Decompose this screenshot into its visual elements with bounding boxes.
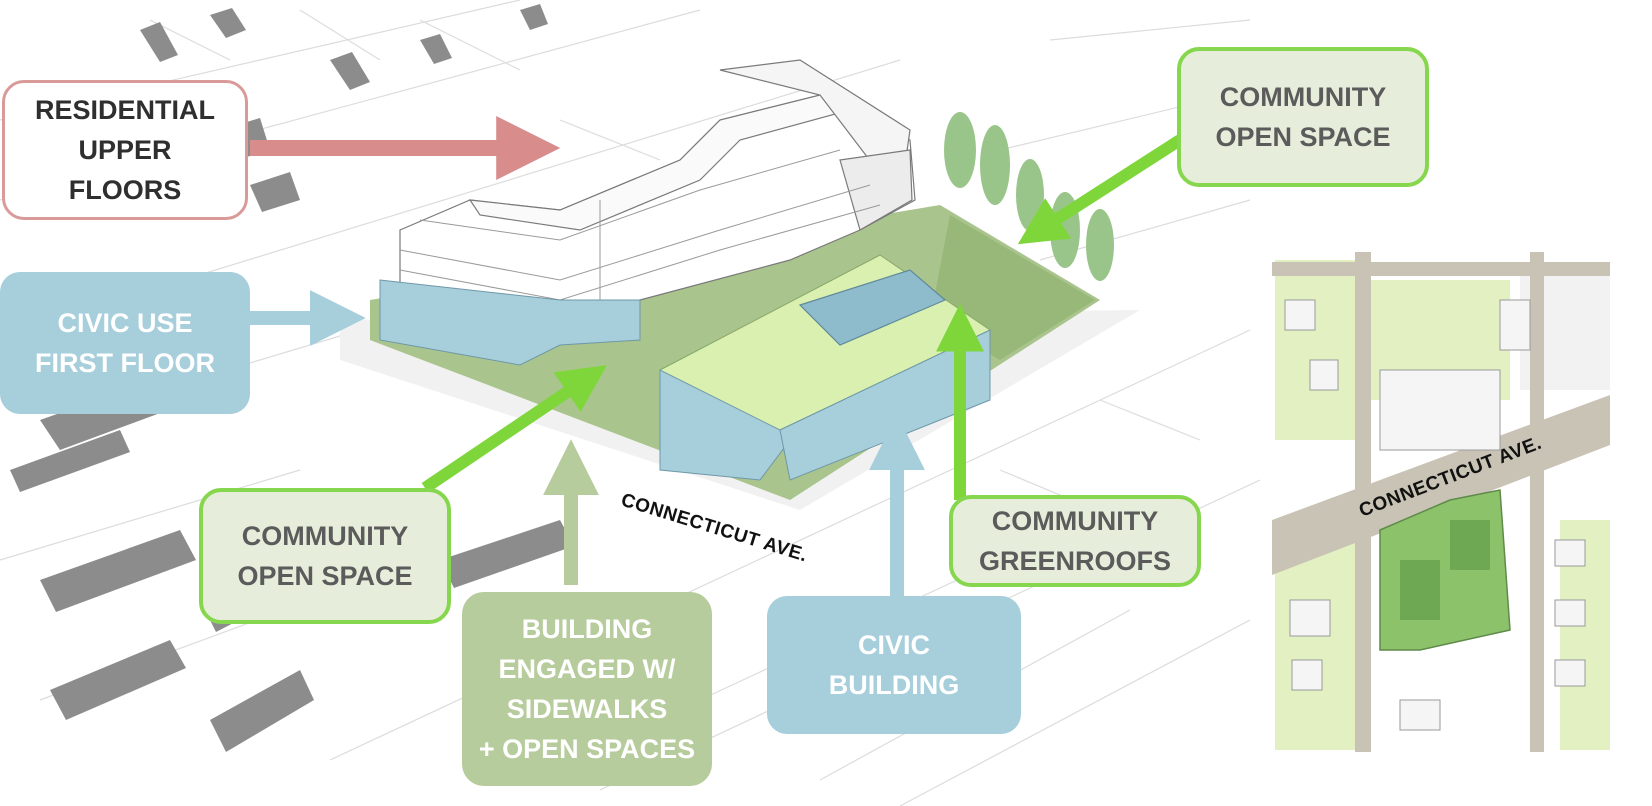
label-line: RESIDENTIAL bbox=[34, 95, 215, 125]
inset-site-plan: CONNECTICUT AVE. bbox=[1272, 252, 1610, 752]
label-community-open-space-top: COMMUNITY OPEN SPACE bbox=[1177, 47, 1429, 187]
label-line: COMMUNITY bbox=[991, 506, 1159, 536]
label-line: COMMUNITY bbox=[1219, 82, 1387, 112]
label-residential-upper-floors: RESIDENTIAL UPPER FLOORS bbox=[2, 80, 248, 220]
label-line: SIDEWALKS bbox=[506, 694, 668, 724]
civic-building-mass bbox=[659, 254, 992, 481]
label-line: BUILDING bbox=[828, 670, 960, 700]
label-line: + OPEN SPACES bbox=[478, 734, 696, 764]
label-line: OPEN SPACE bbox=[1215, 122, 1391, 152]
residential-mass bbox=[399, 59, 916, 331]
label-building-engaged-sidewalks: BUILDING ENGAGED W/ SIDEWALKS + OPEN SPA… bbox=[462, 592, 712, 786]
label-line: FLOORS bbox=[68, 175, 182, 205]
label-community-greenroofs: COMMUNITY GREENROOFS bbox=[949, 495, 1201, 587]
label-line: COMMUNITY bbox=[241, 521, 409, 551]
label-line: BUILDING bbox=[521, 614, 653, 644]
label-line: FIRST FLOOR bbox=[35, 348, 215, 378]
label-community-open-space-left: COMMUNITY OPEN SPACE bbox=[199, 488, 451, 624]
label-line: GREENROOFS bbox=[978, 546, 1172, 576]
civic-first-floor bbox=[379, 279, 641, 366]
label-line: OPEN SPACE bbox=[237, 561, 413, 591]
label-line: CIVIC USE bbox=[57, 308, 193, 338]
label-line: UPPER bbox=[78, 135, 172, 165]
label-civic-building: CIVIC BUILDING bbox=[767, 596, 1021, 734]
label-line: CIVIC bbox=[857, 630, 930, 660]
label-line: ENGAGED W/ bbox=[498, 654, 676, 684]
arrow-open-space-left bbox=[421, 365, 607, 493]
label-civic-use-first-floor: CIVIC USE FIRST FLOOR bbox=[0, 272, 250, 414]
arrow-open-space-top bbox=[1017, 134, 1184, 245]
